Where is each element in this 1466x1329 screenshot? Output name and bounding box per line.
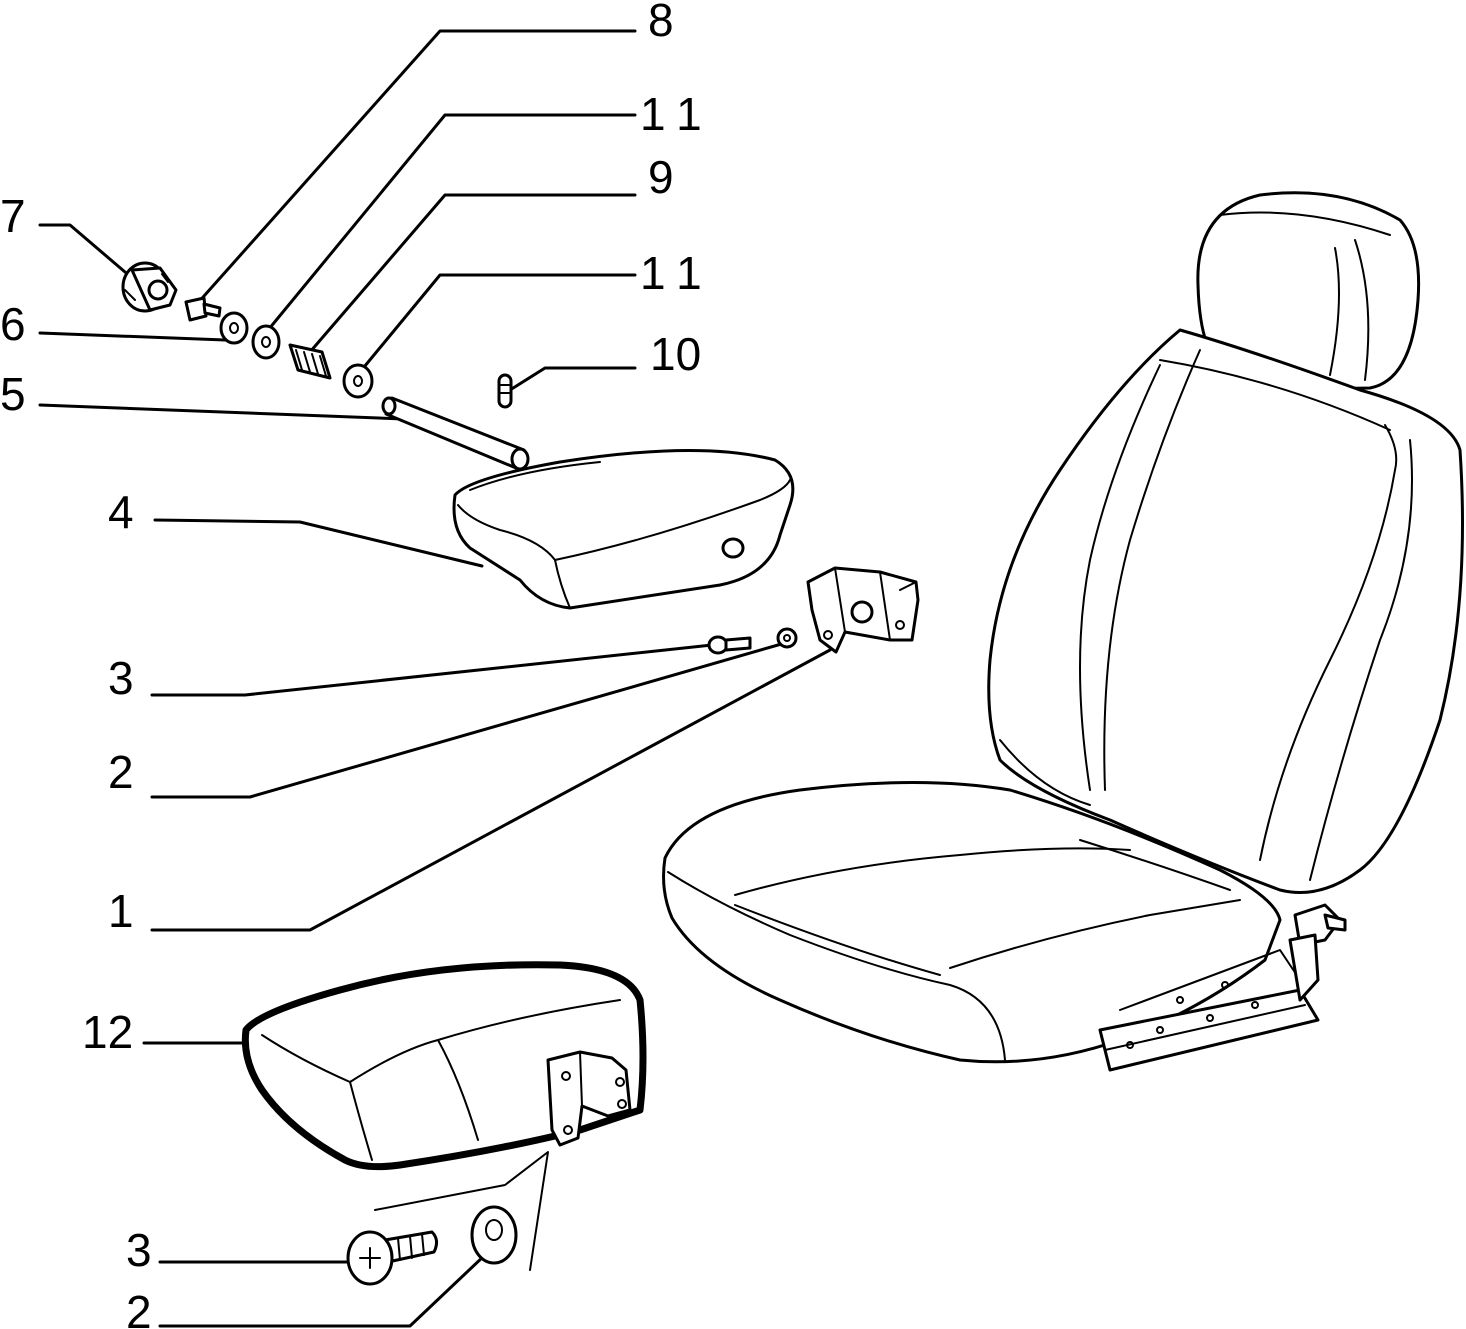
callout-5: 5 <box>0 368 26 420</box>
leader-3-upper <box>150 643 714 697</box>
washer-part-2-upper <box>776 627 798 649</box>
bolt-part-3-upper <box>707 635 752 655</box>
washer-part-11-lower <box>342 363 374 399</box>
leader-4 <box>153 518 484 568</box>
spring-part-9 <box>288 343 332 380</box>
callout-7: 7 <box>0 190 26 242</box>
callout-10: 10 <box>650 328 701 380</box>
callout-3-lower: 3 <box>126 1224 152 1276</box>
washer-part-6 <box>219 311 249 345</box>
callout-3-upper: 3 <box>108 652 134 704</box>
bolt-part-3-lower <box>346 1230 439 1286</box>
backrest <box>987 328 1464 894</box>
callout-1: 1 <box>108 885 134 937</box>
leader-9 <box>308 193 637 354</box>
callout-11-upper: 11 <box>640 88 716 140</box>
leader-2-lower <box>158 1253 487 1328</box>
rod-part-5 <box>381 396 530 471</box>
armrest-support-part-12 <box>241 961 647 1171</box>
leader-5 <box>38 403 432 422</box>
callout-6: 6 <box>0 298 26 350</box>
screw-part-8 <box>184 296 222 322</box>
seat-illustration <box>662 191 1464 1072</box>
callout-2-upper: 2 <box>108 746 134 798</box>
armrest-cushion-part-4 <box>452 448 795 610</box>
leader-8 <box>194 29 637 307</box>
leader-6 <box>38 331 227 342</box>
leader-bracket-lower <box>374 1151 549 1271</box>
leader-lines <box>38 29 832 1328</box>
leader-2-upper <box>150 641 787 799</box>
leader-11-upper <box>262 113 637 337</box>
leader-1 <box>150 648 832 932</box>
callout-8: 8 <box>648 0 674 46</box>
washer-part-2-lower <box>470 1205 518 1265</box>
washer-part-11-upper <box>251 324 281 360</box>
callout-9: 9 <box>648 151 674 203</box>
callout-2-lower: 2 <box>126 1286 152 1329</box>
hinge-bracket-part-1 <box>806 566 920 654</box>
seat-cushion <box>662 781 1282 1064</box>
callout-12: 12 <box>82 1006 133 1058</box>
leader-11-lower <box>353 273 637 380</box>
seat-rail <box>1098 903 1347 1072</box>
leader-10 <box>508 366 637 392</box>
callout-labels: 8 11 9 11 10 7 6 5 4 3 2 1 12 3 2 <box>0 0 716 1329</box>
hinge-hardware <box>121 261 530 471</box>
callout-4: 4 <box>108 486 134 538</box>
leader-7 <box>38 223 134 280</box>
cap-part-7 <box>121 261 178 313</box>
callout-11-lower: 11 <box>640 247 716 299</box>
pin-part-10 <box>497 373 513 409</box>
